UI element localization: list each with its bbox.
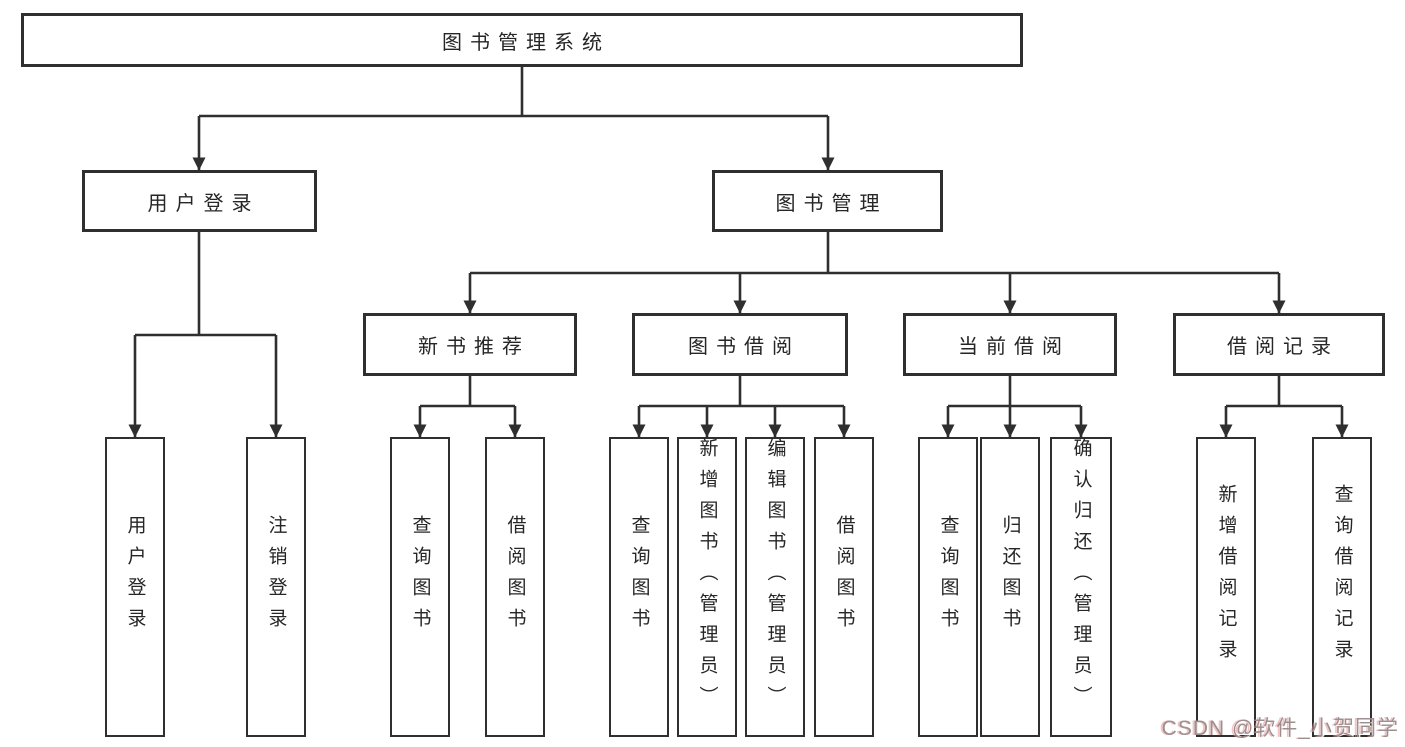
node-label: 当前借阅 xyxy=(958,336,1070,358)
leaf-add-borrow-record: 新增借阅记录 xyxy=(1196,437,1256,737)
leaf-label: 查询图书 xyxy=(409,515,431,639)
leaf-label: 借阅图书 xyxy=(504,515,526,639)
leaf-label: 查询借阅记录 xyxy=(1331,484,1353,670)
leaf-label: 查询图书 xyxy=(937,515,959,639)
leaf-query-books: 查询图书 xyxy=(609,437,669,737)
leaf-label: 用户登录 xyxy=(124,515,146,639)
node-book-management: 图书管理 xyxy=(712,170,943,232)
node-book-borrow: 图书借阅 xyxy=(632,313,848,376)
leaf-query-borrow-record: 查询借阅记录 xyxy=(1312,437,1372,737)
node-user-login: 用户登录 xyxy=(82,170,317,232)
leaf-label: 编辑图书（管理员） xyxy=(764,437,786,717)
node-borrow-records: 借阅记录 xyxy=(1173,313,1385,376)
csdn-watermark: CSDN @软件_小贺同学 xyxy=(1161,717,1399,740)
leaf-confirm-return-admin: 确认归还（管理员） xyxy=(1050,437,1112,737)
leaf-label: 注销登录 xyxy=(265,515,287,639)
leaf-label: 确认归还（管理员） xyxy=(1070,437,1092,717)
leaf-label: 新增图书（管理员） xyxy=(696,437,718,717)
node-label: 新书推荐 xyxy=(418,336,530,358)
leaf-label: 新增借阅记录 xyxy=(1215,484,1237,670)
node-new-book-recommend: 新书推荐 xyxy=(363,313,577,376)
node-label: 图书借阅 xyxy=(688,336,800,358)
leaf-edit-book-admin: 编辑图书（管理员） xyxy=(745,437,805,737)
node-current-borrow: 当前借阅 xyxy=(903,313,1117,376)
leaf-return-books: 归还图书 xyxy=(980,437,1040,737)
leaf-label: 查询图书 xyxy=(628,515,650,639)
node-label: 借阅记录 xyxy=(1227,336,1339,358)
leaf-query-books: 查询图书 xyxy=(390,437,450,737)
leaf-label: 归还图书 xyxy=(999,515,1021,639)
leaf-borrow-books: 借阅图书 xyxy=(814,437,874,737)
node-label: 用户登录 xyxy=(147,192,260,215)
root-node-label: 图书管理系统 xyxy=(442,31,610,54)
node-label: 图书管理 xyxy=(775,192,888,215)
leaf-add-book-admin: 新增图书（管理员） xyxy=(677,437,737,737)
root-node: 图书管理系统 xyxy=(21,13,1023,67)
leaf-label: 借阅图书 xyxy=(833,515,855,639)
leaf-user-login: 用户登录 xyxy=(105,437,165,737)
leaf-query-books: 查询图书 xyxy=(918,437,978,737)
leaf-borrow-books: 借阅图书 xyxy=(485,437,545,737)
leaf-logout: 注销登录 xyxy=(246,437,306,737)
